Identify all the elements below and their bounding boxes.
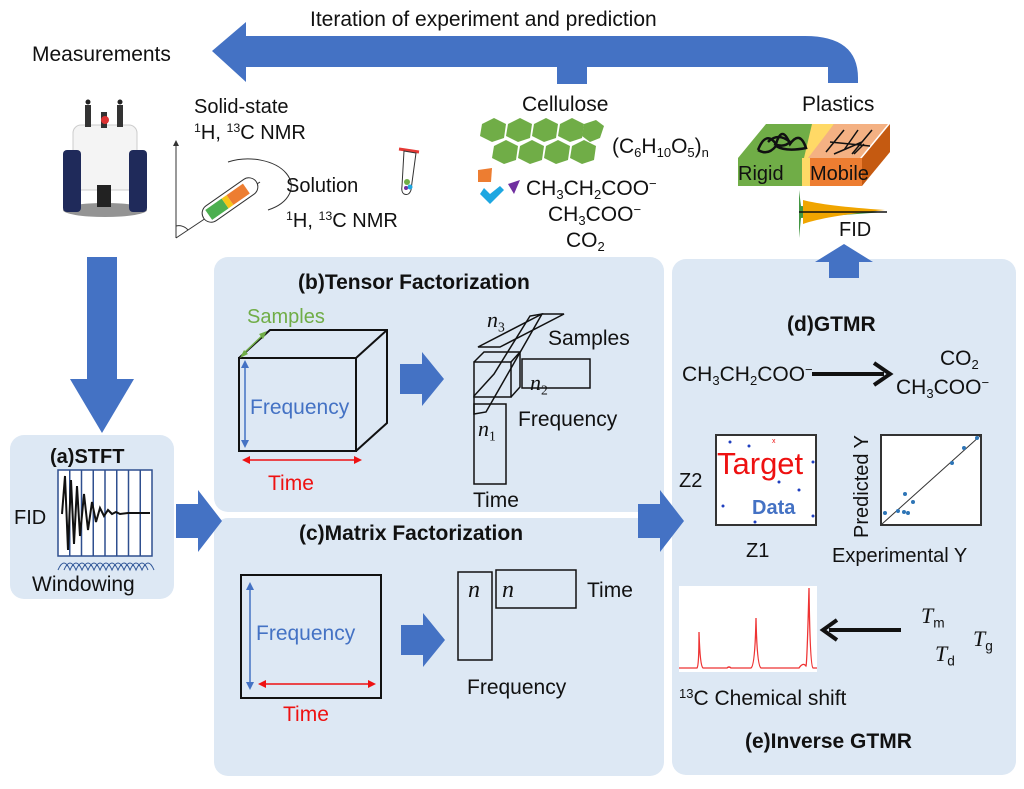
measurements-label: Measurements	[32, 43, 171, 66]
factor-time-label: Time	[473, 489, 519, 512]
iteration-arrow	[212, 22, 858, 84]
cellulose-formula: (C6H10O5)n	[612, 135, 709, 161]
melting-temperature: Tm	[921, 603, 945, 631]
plastics-fid-icon	[799, 190, 887, 238]
gtmr-product-acetate: CH3COO−	[896, 374, 990, 402]
gtmr-product-co2: CO2	[940, 347, 979, 373]
matrix-time-axis-label: Time	[283, 703, 329, 726]
decomposition-temperature: Td	[935, 641, 955, 669]
stft-windowed-fid-icon	[57, 469, 155, 572]
tensor-samples-axis-label: Samples	[247, 306, 325, 328]
nmr-spectrometer-icon	[63, 99, 147, 217]
panel-c-title: (c)Matrix Factorization	[299, 522, 524, 545]
factor-n2: n2	[530, 370, 548, 398]
matrix-frequency-axis-label: Frequency	[256, 622, 356, 645]
map-data-label: Data	[752, 497, 796, 519]
panel-b-title: (b)Tensor Factorization	[298, 271, 530, 294]
c13-spectrum-plot	[679, 586, 817, 672]
data-matrix	[240, 574, 382, 699]
rigid-label: Rigid	[738, 163, 784, 185]
solid-state-nuclei: 1H, 13C NMR	[194, 121, 306, 144]
map-y-label: Z2	[679, 470, 703, 492]
plastics-slab-icon	[738, 124, 890, 186]
solid-state-label: Solid-state	[194, 96, 289, 118]
factor-samples-label: Samples	[548, 327, 630, 350]
mobile-label: Mobile	[810, 163, 869, 185]
parity-x-label: Experimental Y	[832, 545, 968, 567]
acetate-formula: CH3COO−	[548, 201, 642, 229]
stft-fid-label: FID	[14, 507, 47, 529]
matrix-factors	[457, 569, 577, 661]
propionate-formula: CH3CH2COO−	[526, 175, 657, 203]
matrix-factor-time-label: Time	[587, 579, 633, 602]
matrix-factor-frequency-label: Frequency	[467, 676, 567, 699]
glass-transition-temperature: Tg	[973, 626, 993, 654]
degradation-fragments-icon	[478, 168, 520, 204]
cellulose-chain-icon	[480, 118, 604, 164]
solution-nuclei: 1H, 13C NMR	[286, 209, 398, 232]
factor-n3: n3	[487, 307, 505, 335]
panel-e-title: (e)Inverse GTMR	[745, 730, 912, 753]
co2-formula: CO2	[566, 229, 605, 255]
tensor-frequency-axis-label: Frequency	[250, 396, 350, 419]
factor-n1: n1	[478, 416, 496, 444]
gtmr-reactant-formula: CH3CH2COO−	[682, 361, 813, 389]
svg-text:x: x	[772, 438, 776, 445]
gtm-latent-map: x	[715, 434, 817, 526]
plastics-label: Plastics	[802, 93, 875, 116]
matrix-factor-n-right: n	[502, 577, 514, 603]
panel-a-title: (a)STFT	[50, 446, 125, 468]
right-arrow-factorization-to-gtmr	[638, 490, 684, 552]
up-arrow-gtmr-to-plastics	[815, 244, 873, 278]
gtmr-reaction-arrow	[812, 361, 894, 387]
data-tensor-cube	[238, 329, 388, 464]
nmr-tube-icon	[398, 147, 420, 195]
down-arrow-to-stft	[70, 257, 134, 433]
tensor-factors	[473, 313, 591, 485]
matrix-arrow	[401, 613, 445, 667]
windowing-label: Windowing	[32, 573, 135, 596]
right-arrow-stft-to-factorization	[176, 490, 222, 552]
parity-plot	[880, 434, 982, 526]
map-x-label: Z1	[746, 540, 770, 562]
plastics-fid-label: FID	[839, 219, 872, 241]
magic-angle-rotor-icon	[173, 140, 292, 239]
parity-y-label: Predicted Y	[851, 434, 873, 538]
factor-frequency-label: Frequency	[518, 408, 618, 431]
solution-label: Solution	[286, 175, 359, 197]
tensor-time-axis-label: Time	[268, 472, 314, 495]
tensor-arrow	[400, 352, 444, 406]
panel-d-title: (d)GTMR	[787, 313, 876, 336]
spectrum-x-label: 13C Chemical shift	[679, 685, 847, 710]
iteration-label: Iteration of experiment and prediction	[310, 8, 657, 31]
matrix-factor-n-left: n	[468, 577, 480, 603]
cellulose-label: Cellulose	[522, 93, 609, 116]
map-target-label: Target	[717, 446, 804, 481]
inverse-arrow	[819, 618, 901, 642]
